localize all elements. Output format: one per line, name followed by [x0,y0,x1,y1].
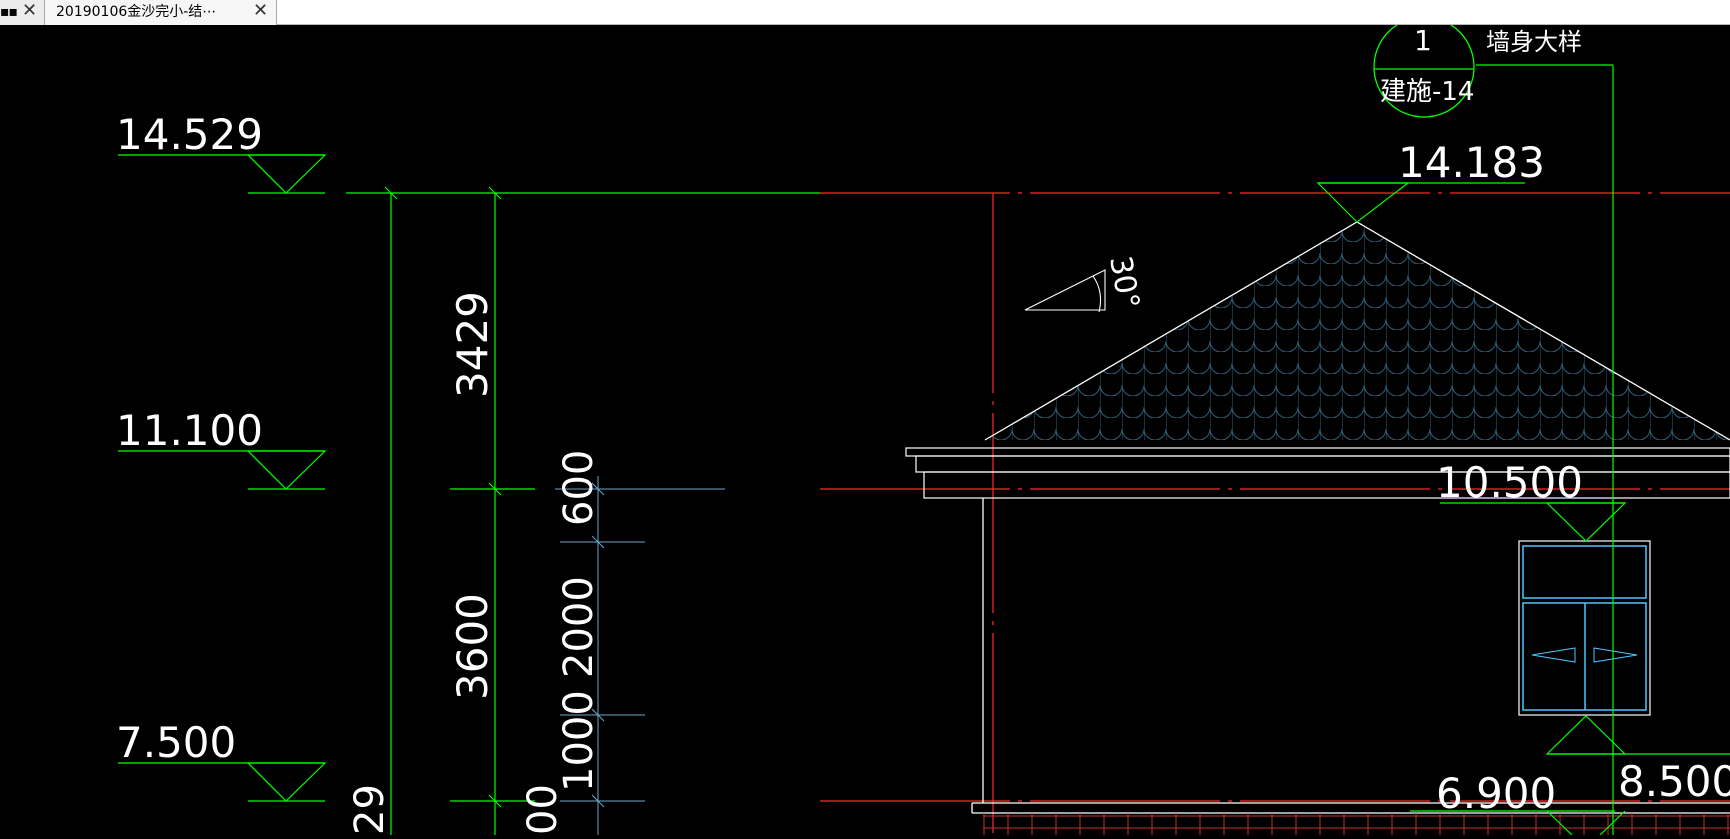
detail-title: 墙身大样 [1486,28,1582,56]
level-label: 14.183 [1398,138,1545,187]
dimension-inner-partial: 00 [520,784,566,835]
level-label: 6.900 [1436,769,1556,818]
drawing-canvas[interactable]: 29 3429 3600 600 2000 1000 00 14.529 11.… [0,16,1730,836]
level-label: 8.500 [1618,757,1730,806]
level-marker-ridge: 14.183 [1316,138,1545,223]
level-marker-window-head: 8.500 [1545,715,1730,806]
outer-dimension-chain [346,186,820,835]
tab-bar: ▪▪ ✕ 20190106金沙完小-结⋯ ✕ [0,0,1730,25]
level-marker-7500: 7.500 [116,718,327,802]
dimension-3600: 3600 [448,593,497,700]
level-label: 14.529 [116,110,263,159]
level-label: 10.500 [1436,458,1583,507]
roof [905,221,1730,499]
tab-drawing-label: 20190106金沙完小-结⋯ [56,4,217,20]
cad-elevation-drawing: 29 3429 3600 600 2000 1000 00 14.529 11.… [116,16,1730,836]
close-icon[interactable]: ✕ [22,0,38,21]
level-label: 11.100 [116,406,263,455]
roof-angle-label: 30° [1102,253,1146,311]
roof-slope-indicator [1024,269,1106,313]
tab-drawing[interactable]: 20190106金沙完小-结⋯ ✕ [45,0,277,25]
detail-sheet: 建施-14 [1380,77,1474,107]
wall-outline [971,498,1730,835]
detail-callout[interactable]: 1 建施-14 墙身大样 [1373,16,1614,835]
window [1518,540,1651,716]
level-marker-floor: 6.900 [1410,769,1626,836]
level-marker-11100: 11.100 [116,406,327,490]
level-marker-14529: 14.529 [116,110,327,194]
dimension-3429: 3429 [448,291,497,398]
level-label: 7.500 [116,718,236,767]
dimension-1000: 1000 [556,690,602,792]
detail-number: 1 [1414,25,1432,57]
level-marker-eave: 10.500 [1436,458,1627,542]
tab-collapsed[interactable]: ▪▪ ✕ [0,0,45,25]
dimension-600: 600 [556,450,602,526]
inner-dimension-chain [555,476,725,835]
tab-collapsed-label: ▪▪ [0,4,18,20]
dimension-outer-partial: 29 [347,784,393,835]
dimension-2000: 2000 [556,576,602,678]
close-icon[interactable]: ✕ [253,0,269,21]
grid-lines [820,192,1730,835]
